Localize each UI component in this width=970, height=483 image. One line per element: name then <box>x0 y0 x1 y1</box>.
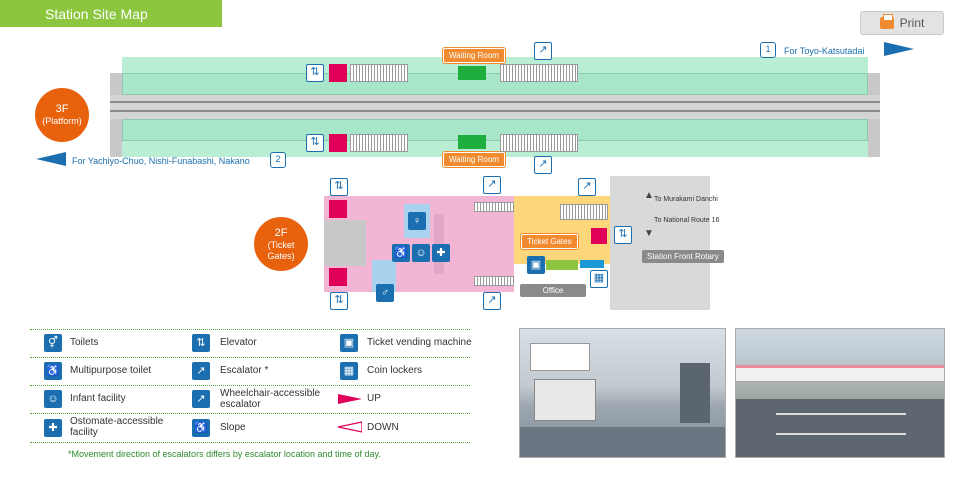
elevator-icon: ⇅ <box>306 64 324 82</box>
legend-infant: Infant facility <box>70 393 126 404</box>
down-arrow-icon: ▼ <box>644 228 654 239</box>
legend-coin-lockers: Coin lockers <box>367 365 423 376</box>
page-title: Station Site Map <box>0 0 222 27</box>
wheelchair-escalator-icon: ↗ <box>483 292 501 310</box>
escalator-stairs <box>500 134 578 152</box>
direction-label: For Toyo-Katsutadai <box>784 46 865 56</box>
slope-icon: ♿ <box>192 419 210 437</box>
ostomate-icon: ✚ <box>44 419 62 437</box>
escalator-icon: ↗ <box>192 362 210 380</box>
legend-divider <box>30 442 470 443</box>
toilet-icon: ♀ <box>408 212 426 230</box>
concourse-photo <box>519 328 726 458</box>
multipurpose-toilet-icon: ♿ <box>392 244 410 262</box>
track-bed <box>110 95 880 119</box>
waiting-room-block <box>458 66 486 80</box>
concourse-gap <box>324 220 366 266</box>
floor-number: 2F <box>274 226 288 239</box>
infant-icon: ☺ <box>412 244 430 262</box>
up-marker <box>329 200 347 218</box>
to-route16-label: To National Route 16 <box>654 217 720 224</box>
wheelchair-escalator-icon: ↗ <box>483 176 501 194</box>
wheelchair-escalator-icon: ↗ <box>534 156 552 174</box>
print-icon <box>879 14 894 29</box>
legend-divider <box>30 357 470 358</box>
escalator-stairs <box>500 64 578 82</box>
escalator-stairs <box>474 202 514 212</box>
direction-arrow-icon <box>884 42 914 56</box>
toilet-icon: ♂ <box>376 284 394 302</box>
platform-south <box>122 119 868 141</box>
infant-icon: ☺ <box>44 390 62 408</box>
up-marker <box>329 268 347 286</box>
coin-locker-icon: ▦ <box>340 362 358 380</box>
waiting-room-label: Waiting Room <box>443 152 505 167</box>
legend-elevator: Elevator <box>220 337 257 348</box>
up-marker <box>329 64 347 82</box>
elevator-icon: ⇅ <box>614 226 632 244</box>
gate-strip <box>580 260 604 268</box>
coin-locker-icon: ▦ <box>590 270 608 288</box>
up-arrow-icon: ▲ <box>644 190 654 201</box>
legend-up: UP <box>367 393 381 404</box>
floor-number: 3F <box>55 103 69 115</box>
waiting-room-label: Waiting Room <box>443 48 505 63</box>
floor-badge-3f: 3F (Platform) <box>35 88 89 142</box>
direction-label: For Yachiyo-Chuo, Nishi-Funabashi, Nakan… <box>72 156 250 166</box>
up-arrow-icon <box>338 394 362 404</box>
ostomate-icon: ✚ <box>432 244 450 262</box>
floor-name: (Ticket Gates) <box>267 239 295 261</box>
up-marker <box>329 134 347 152</box>
legend-ticket-machine: Ticket vending machine <box>367 337 472 348</box>
up-marker <box>591 228 607 244</box>
floor-badge-2f: 2F (Ticket Gates) <box>254 217 308 271</box>
legend-multipurpose: Multipurpose toilet <box>70 365 152 376</box>
floor-name: (Platform) <box>42 116 82 127</box>
toilet-icon: ⚥ <box>44 334 62 352</box>
print-label: Print <box>899 16 925 30</box>
legend-down: DOWN <box>367 422 399 433</box>
elevator-icon: ⇅ <box>330 292 348 310</box>
wheelchair-escalator-icon: ↗ <box>534 42 552 60</box>
platform-north <box>122 73 868 95</box>
elevator-icon: ⇅ <box>330 178 348 196</box>
escalator-stairs <box>560 204 608 220</box>
direction-number: 2 <box>270 152 286 168</box>
escalator-stairs <box>474 276 514 286</box>
waiting-room-block <box>458 135 486 149</box>
escalator-stairs <box>350 64 408 82</box>
escalator-icon: ↗ <box>578 178 596 196</box>
rotary-label: Station Front Rotary <box>642 250 724 263</box>
legend-ostomate: Ostomate-accessible facility <box>70 416 164 438</box>
legend-divider <box>30 413 470 414</box>
legend-slope: Slope <box>220 422 246 433</box>
ticket-machine-icon: ▣ <box>340 334 358 352</box>
gate-strip <box>546 260 578 270</box>
elevator-icon: ⇅ <box>306 134 324 152</box>
direction-arrow-icon <box>36 152 66 166</box>
wheelchair-escalator-icon: ↗ <box>192 390 210 408</box>
down-arrow-icon <box>338 421 362 433</box>
station-exterior-photo <box>735 328 945 458</box>
legend-divider <box>30 385 470 386</box>
ticket-machine-icon: ▣ <box>527 256 545 274</box>
to-murakami-label: To Murakami Danchi <box>654 196 718 203</box>
ticket-gates-label: Ticket Gates <box>521 234 578 249</box>
escalator-note: *Movement direction of escalators differ… <box>68 449 381 459</box>
direction-number: 1 <box>760 42 776 58</box>
office-label: Office <box>520 284 586 297</box>
multipurpose-toilet-icon: ♿ <box>44 362 62 380</box>
print-button[interactable]: Print <box>860 11 944 35</box>
legend-wheelchair-escalator: Wheelchair-accessible escalator <box>220 388 321 410</box>
legend-toilets: Toilets <box>70 337 99 348</box>
legend-divider <box>30 329 470 330</box>
escalator-stairs <box>350 134 408 152</box>
legend-escalator: Escalator * <box>220 365 269 376</box>
elevator-icon: ⇅ <box>192 334 210 352</box>
